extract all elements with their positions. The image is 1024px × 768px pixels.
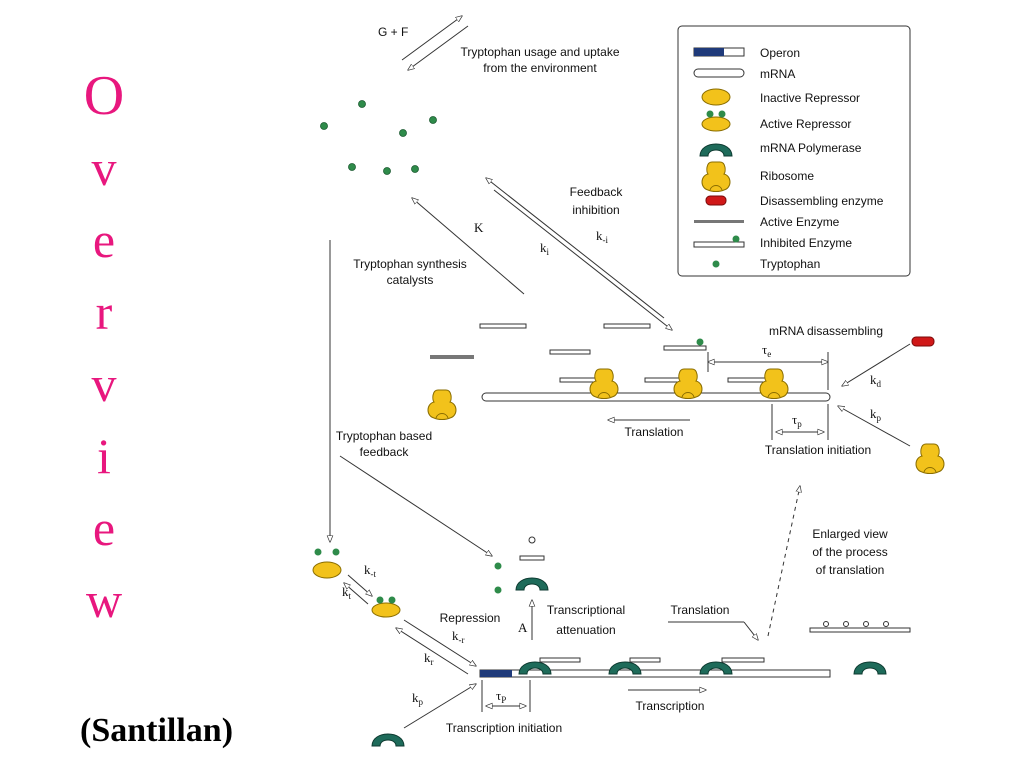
credit: (Santillan) <box>80 712 234 749</box>
environment-exchange: G + F Tryptophan usage and uptake from t… <box>378 16 620 75</box>
synthesis-label-line1: Tryptophan synthesis <box>353 257 467 271</box>
mrna-disassembling-label: mRNA disassembling <box>769 324 883 338</box>
free-ribosome-right <box>915 443 945 474</box>
repression-label: Repression <box>440 611 501 625</box>
feedback-label-line2: inhibition <box>572 203 619 217</box>
title-letter: i <box>97 428 111 484</box>
translation-label: Translation <box>625 425 684 439</box>
attenuation-label-line2: attenuation <box>556 623 615 637</box>
legend-operon: Operon <box>760 46 800 60</box>
enlarged-label-line2: of the process <box>812 545 887 559</box>
legend-active-enzyme: Active Enzyme <box>760 215 840 229</box>
kr-label: kr <box>424 650 434 667</box>
title-letter: v <box>91 140 117 196</box>
legend-inactive-repressor: Inactive Repressor <box>760 91 860 105</box>
kd-label: kd <box>870 372 882 389</box>
title-letter: e <box>92 212 116 268</box>
transcription-label: Transcription <box>636 699 705 713</box>
usage-label-line1: Tryptophan usage and uptake <box>460 45 619 59</box>
title-letter: v <box>91 356 117 412</box>
free-polymerase-right <box>853 661 887 675</box>
ki-label: ki <box>540 240 550 257</box>
title-letter: O <box>83 65 125 127</box>
tau-p-bottom-label: τP <box>496 688 506 705</box>
gf-label: G + F <box>378 25 408 39</box>
k-minus-t-label: k-t <box>364 562 376 579</box>
overview-title: O v e r v i e w <box>74 60 134 636</box>
enzymes <box>430 323 707 359</box>
kt-label: kt <box>342 584 352 601</box>
attenuation-label-line1: Transcriptional <box>547 603 625 617</box>
disassembling-enzyme <box>911 336 935 347</box>
enlarged-view-pointer <box>767 486 800 637</box>
kp-bottom-label: kp <box>412 690 424 707</box>
legend-mrna-polymerase: mRNA Polymerase <box>760 141 862 155</box>
legend-ribosome: Ribosome <box>760 169 814 183</box>
title-letter: w <box>85 572 123 628</box>
enlarged-label-line3: of translation <box>816 563 885 577</box>
trp-feedback-arrow <box>339 455 492 556</box>
tau-e-label: τe <box>762 342 771 359</box>
legend-tryptophan: Tryptophan <box>760 257 820 271</box>
feedback-inhibition-arrows: Feedback inhibition K ki k-i <box>412 178 672 330</box>
title-letter: e <box>92 500 116 556</box>
kp-bottom-arrow <box>403 684 476 729</box>
repressor-group <box>312 548 401 618</box>
legend: Operon mRNA Inactive Repressor Active Re… <box>677 25 911 277</box>
dna-strand <box>479 657 831 678</box>
feedback-label-line1: Feedback <box>570 185 624 199</box>
trp-feedback-line2: feedback <box>360 445 410 459</box>
mature-mrna <box>809 621 911 633</box>
a-label: A <box>518 620 528 635</box>
k-label: K <box>474 220 484 235</box>
synthesis-label-line2: catalysts <box>387 273 434 287</box>
mrna-strand <box>481 368 831 402</box>
attenuation-group <box>494 536 549 640</box>
kp-top-arrow <box>838 406 911 447</box>
free-ribosome-left <box>427 389 457 420</box>
k-minus-i-label: k-i <box>596 228 608 245</box>
translation-initiation-label: Translation initiation <box>765 443 871 457</box>
tryptophan-pool <box>320 100 437 175</box>
kd-arrow <box>842 343 911 386</box>
legend-disassembling-enzyme: Disassembling enzyme <box>760 194 884 208</box>
legend-active-repressor: Active Repressor <box>760 117 851 131</box>
k-minus-r-label: k-r <box>452 628 465 645</box>
legend-inhibited-enzyme: Inhibited Enzyme <box>760 236 852 250</box>
trp-feedback-line1: Tryptophan based <box>336 429 432 443</box>
tau-p-top-label: τp <box>792 412 802 429</box>
usage-label-line2: from the environment <box>483 61 597 75</box>
legend-mrna: mRNA <box>760 67 795 81</box>
free-polymerase-left <box>371 733 405 747</box>
title-letter: r <box>95 284 113 340</box>
transcription-initiation-label: Transcription initiation <box>446 721 562 735</box>
kp-top-label: kp <box>870 406 882 423</box>
translation-lower-label: Translation <box>671 603 730 617</box>
enlarged-label-line1: Enlarged view <box>812 527 888 541</box>
